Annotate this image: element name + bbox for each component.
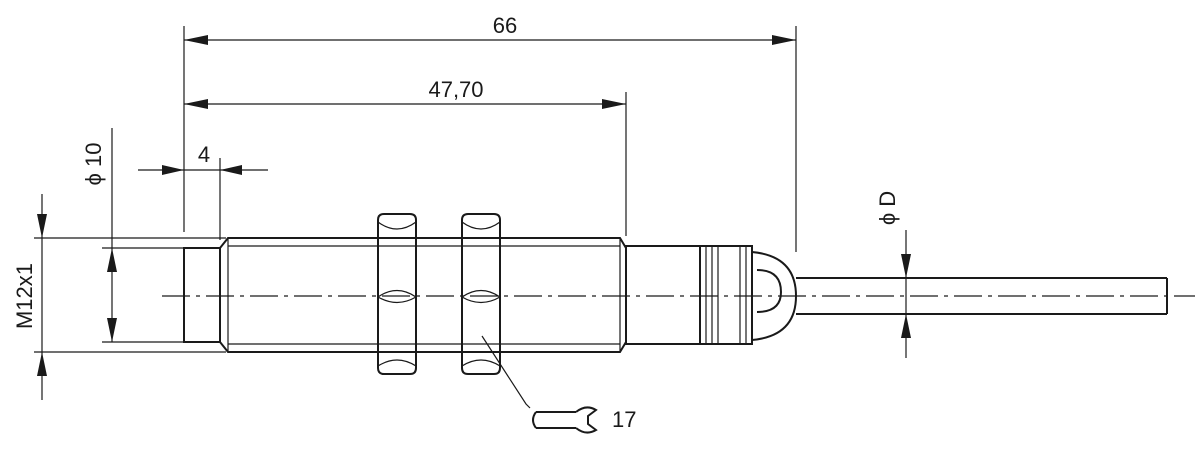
threaded-body <box>219 237 627 353</box>
wrench-icon <box>532 406 598 434</box>
hex-nut-2 <box>461 213 501 375</box>
dimension-tip-length: 4 <box>138 142 268 240</box>
overall-length-label: 66 <box>493 13 517 38</box>
thread-size-label: M12x1 <box>12 263 37 329</box>
dimension-tip-diameter: ϕ 10 <box>81 128 184 343</box>
hex-nut-1 <box>377 213 417 375</box>
tip-length-label: 4 <box>198 142 210 167</box>
dimension-thread-length: 47,70 <box>184 77 627 236</box>
dimension-thread-size: M12x1 <box>12 194 226 400</box>
wrench-size-label: 17 <box>612 407 636 432</box>
rear-housing <box>625 245 701 345</box>
wrench-callout: 17 <box>481 335 636 434</box>
cable-gland <box>699 245 798 345</box>
sensing-tip <box>183 247 221 343</box>
cable-diameter-label: ϕ D <box>875 191 900 225</box>
tip-diameter-label: ϕ 10 <box>81 143 106 186</box>
sensor-body <box>183 213 1168 375</box>
dimension-cable-diameter: ϕ D <box>875 191 911 358</box>
thread-length-label: 47,70 <box>428 77 483 102</box>
dimension-overall-length: 66 <box>183 13 797 252</box>
